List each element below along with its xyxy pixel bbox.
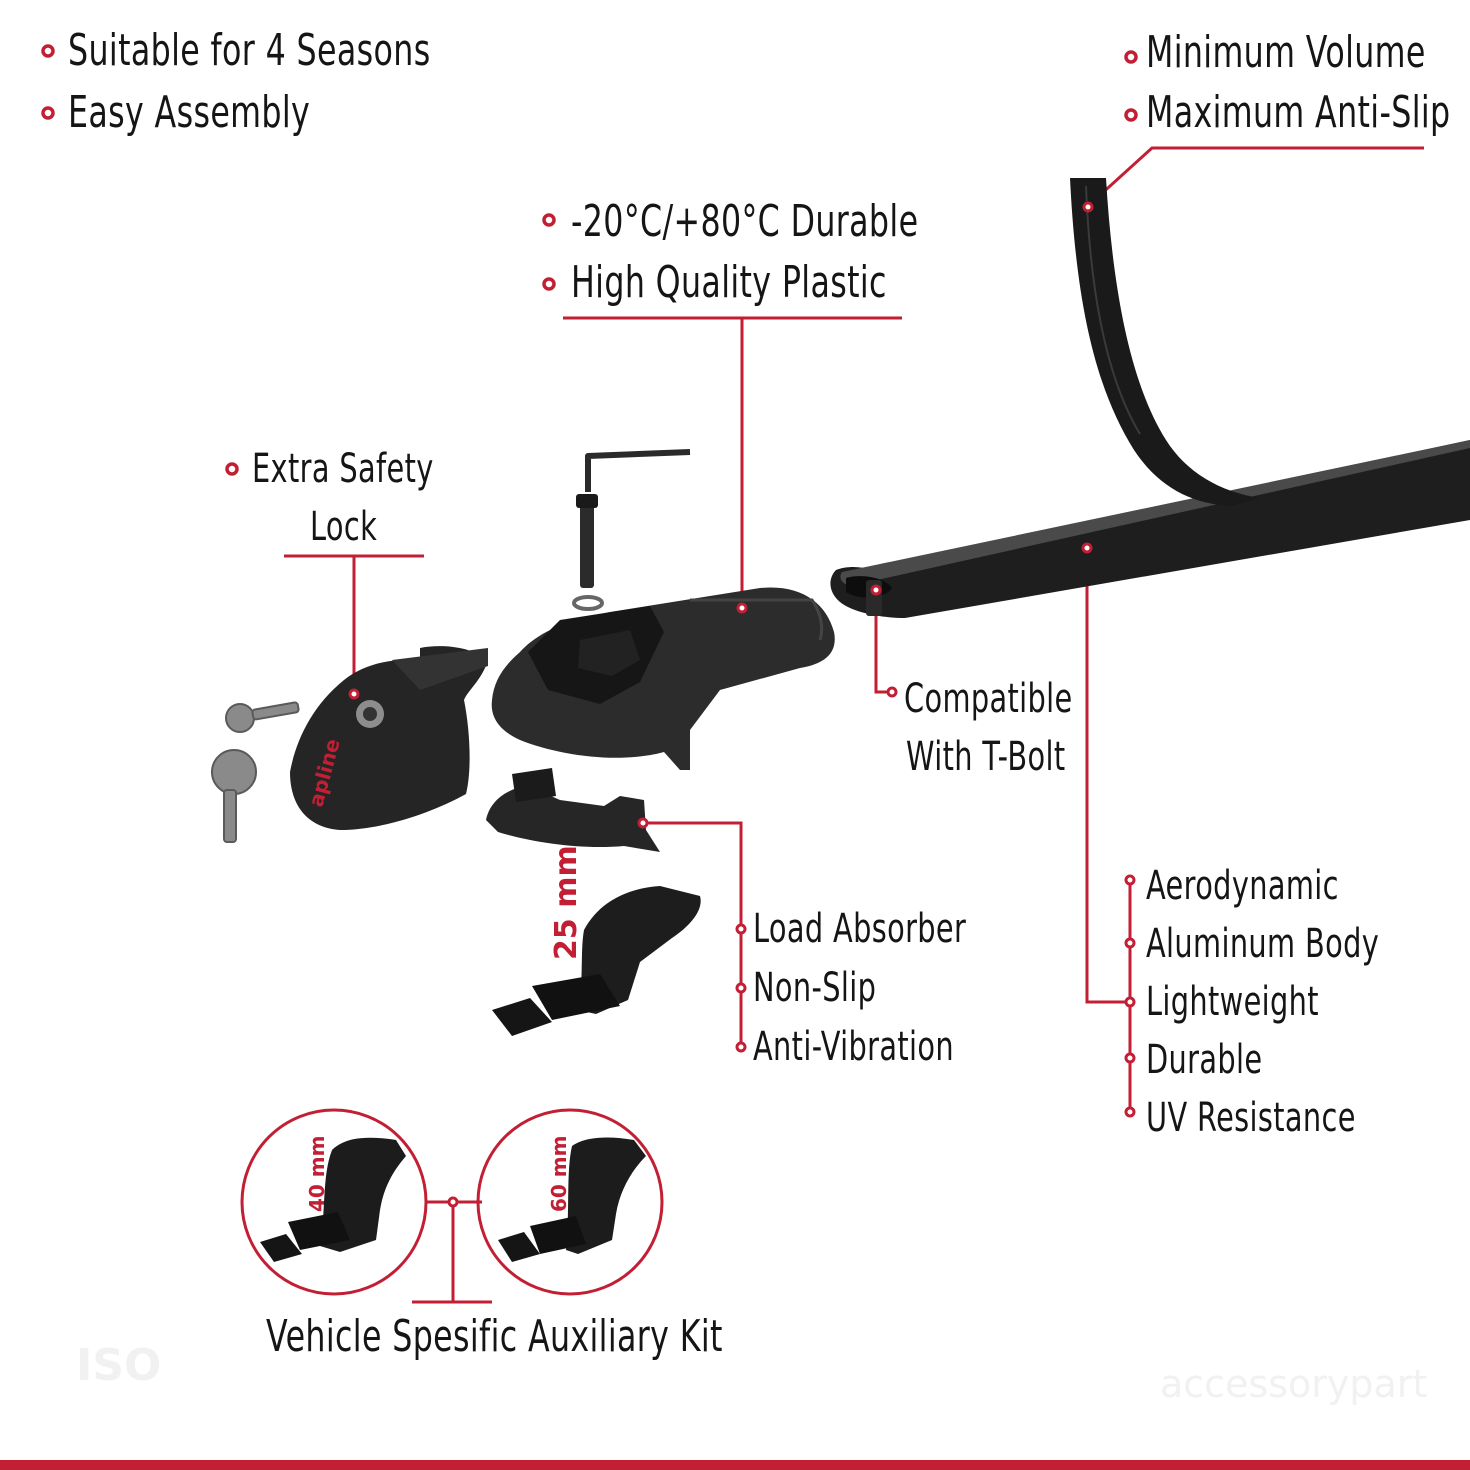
bottom-accent-bar bbox=[0, 1460, 1470, 1470]
feature-lock: Lock bbox=[310, 504, 378, 550]
kit-adapter-a bbox=[260, 1137, 406, 1262]
iso-watermark: ISO bbox=[76, 1340, 162, 1391]
feature-extra-safety: Extra Safety bbox=[252, 446, 434, 492]
pad-height-kit-a: 40 mm bbox=[305, 1136, 329, 1212]
bullet-ring-icon bbox=[41, 44, 1138, 476]
feature-easy-assembly: Easy Assembly bbox=[68, 87, 311, 138]
lock-foot bbox=[290, 646, 488, 830]
kit-caption: Vehicle Spesific Auxiliary Kit bbox=[266, 1311, 723, 1362]
feature-maximum-anti-slip: Maximum Anti-Slip bbox=[1146, 87, 1451, 138]
feature-minimum-volume: Minimum Volume bbox=[1146, 27, 1426, 78]
feature-temperature-durable: -20°C/+80°C Durable bbox=[571, 196, 919, 247]
key-icon bbox=[211, 701, 300, 843]
callout-bar-line bbox=[1085, 548, 1130, 1004]
adapter-25mm bbox=[492, 886, 701, 1036]
rubber-strap bbox=[1070, 178, 1260, 506]
store-watermark: accessorypart bbox=[1160, 1362, 1428, 1406]
callout-pad-line bbox=[643, 821, 743, 1047]
feature-aerodynamic: Aerodynamic bbox=[1146, 863, 1339, 909]
feature-four-seasons: Suitable for 4 Seasons bbox=[68, 25, 431, 76]
feature-high-quality-plastic: High Quality Plastic bbox=[571, 257, 887, 308]
foot-body bbox=[491, 587, 835, 770]
bolt-icon bbox=[572, 494, 604, 611]
hex-key-icon bbox=[585, 449, 691, 492]
callout-lines bbox=[240, 146, 1424, 1304]
feature-load-absorber: Load Absorber bbox=[753, 906, 967, 952]
pad-height-kit-b: 60 mm bbox=[547, 1136, 571, 1212]
feature-aluminum-body: Aluminum Body bbox=[1146, 921, 1380, 967]
feature-with-t-bolt: With T-Bolt bbox=[906, 734, 1066, 780]
kit-adapter-b bbox=[498, 1137, 646, 1262]
feature-anti-vibration: Anti-Vibration bbox=[753, 1024, 955, 1070]
feature-compatible: Compatible bbox=[904, 676, 1073, 722]
pad-component bbox=[486, 768, 660, 852]
feature-durable: Durable bbox=[1146, 1037, 1263, 1083]
pad-height-main: 25 mm bbox=[549, 845, 584, 960]
callout-tbolt-line bbox=[874, 590, 890, 694]
kit-circle-b bbox=[476, 1108, 664, 1296]
feature-uv-resistance: UV Resistance bbox=[1146, 1095, 1356, 1141]
callout-markers bbox=[348, 201, 1136, 1208]
kit-circle-a bbox=[240, 1108, 428, 1296]
feature-lightweight: Lightweight bbox=[1146, 979, 1319, 1025]
callout-strap-line bbox=[1086, 146, 1424, 208]
feature-non-slip: Non-Slip bbox=[753, 965, 877, 1011]
